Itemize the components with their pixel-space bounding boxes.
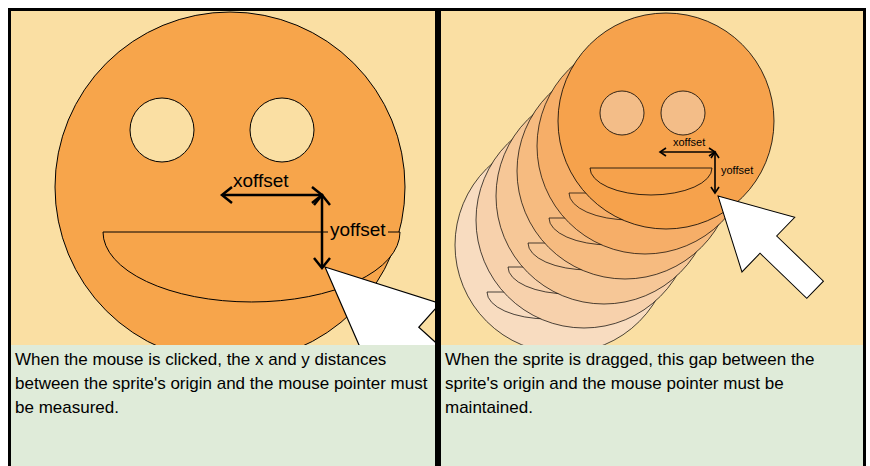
- offset-label: xoffset: [673, 136, 705, 149]
- caption-text: When the mouse is clicked, the x and y d…: [11, 345, 435, 423]
- mouse-pointer: [692, 169, 842, 317]
- caption-box: When the mouse is clicked, the x and y d…: [11, 345, 435, 466]
- caption-box: When the sprite is dragged, this gap bet…: [441, 345, 863, 466]
- offset-arrows: [222, 187, 330, 268]
- panel-ground: [441, 11, 863, 466]
- offset-label: yoffset: [328, 219, 388, 241]
- offset-arrows: [660, 148, 719, 193]
- dragged-sprites: [455, 13, 842, 345]
- caption-text: When the sprite is dragged, this gap bet…: [441, 345, 863, 423]
- panel-ground: [11, 11, 435, 466]
- frame: [8, 8, 866, 466]
- offset-label: xoffset: [233, 170, 289, 192]
- sprite-face: [55, 12, 435, 345]
- mouse-pointer: [292, 230, 435, 345]
- offset-label: yoffset: [721, 164, 753, 177]
